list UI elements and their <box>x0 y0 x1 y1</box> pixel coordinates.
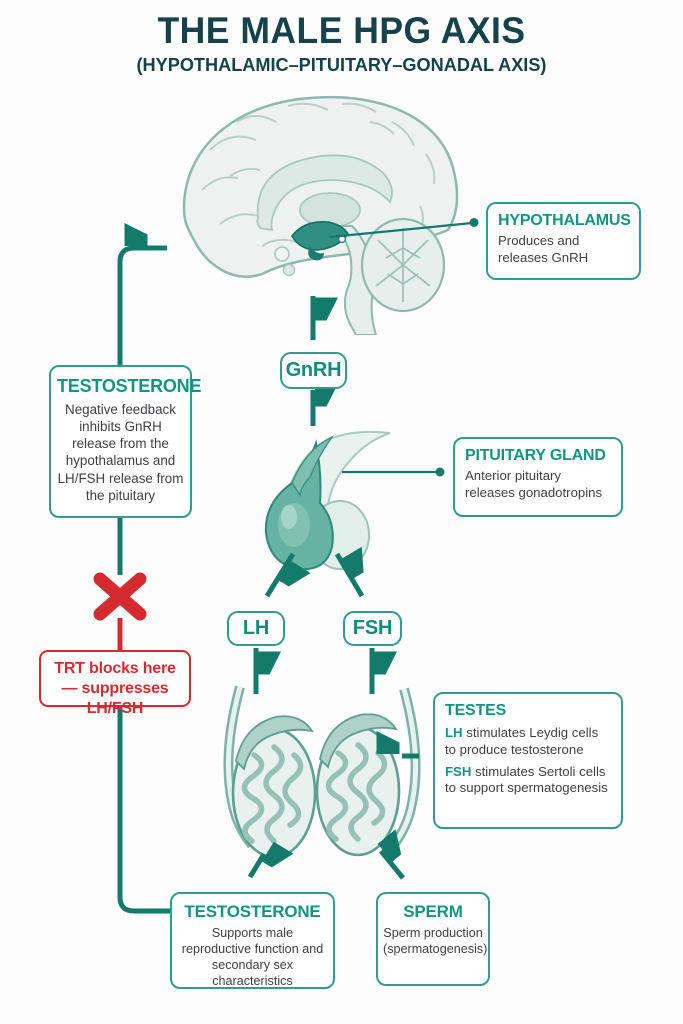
testes-box: TESTES LH stimulates Leydig cells to pro… <box>433 692 623 829</box>
testosterone-bottom-box: TESTOSTERONE Supports male reproductive … <box>170 892 335 989</box>
arrow-pituitary-to-lh <box>264 552 293 598</box>
pituitary-body: Anterior pituitary releases gonadotropin… <box>465 468 603 500</box>
hypothalamus-title: HYPOTHALAMUS <box>498 212 631 229</box>
fsh-label: FSH <box>343 611 402 646</box>
pituitary-title: PITUITARY GLAND <box>465 447 606 464</box>
testes-fsh-line: FSH stimulates Sertoli cells to support … <box>445 764 611 798</box>
hypothalamus-body: Produces and releases GnRH <box>498 233 589 265</box>
testes-lh-line: LH stimulates Leydig cells to produce te… <box>445 725 611 759</box>
callout-line-hypothalamus <box>329 221 473 239</box>
testosterone-title: TESTOSTERONE <box>184 902 321 921</box>
lh-label: LH <box>227 611 285 646</box>
feedback-line-top <box>117 248 167 366</box>
page-title: THE MALE HPG AXIS <box>157 10 526 51</box>
gnrh-label: GnRH <box>280 352 347 389</box>
hypothalamus-region <box>291 220 349 251</box>
arrow-testis-to-testosterone <box>247 854 264 879</box>
anterior-highlight-2 <box>281 505 297 529</box>
testosterone-body: Supports male reproductive function and … <box>181 926 324 988</box>
arbor-vitae <box>375 228 431 302</box>
pituitary-small <box>282 263 296 277</box>
testes-title: TESTES <box>445 702 507 719</box>
testes-illustration <box>223 685 421 859</box>
feedback-body: Negative feedback inhibits GnRH release … <box>57 402 184 503</box>
sperm-title: SPERM <box>403 902 463 921</box>
feedback-line-bottom <box>117 706 174 914</box>
infundibulum-detail <box>308 246 324 261</box>
connector-dot-hypothalamus <box>469 218 479 227</box>
sperm-body: Sperm production (spermatogenesis) <box>383 926 488 956</box>
brain-illustration <box>182 95 459 335</box>
sperm-box: SPERM Sperm production (spermatogenesis) <box>376 892 490 986</box>
corpus-callosum <box>256 154 393 232</box>
trt-block-x-icon <box>93 572 147 621</box>
header: THE MALE HPG AXIS (HYPOTHALAMIC–PITUITAR… <box>0 10 683 76</box>
testes-fsh-term: FSH <box>445 763 472 779</box>
optic-chiasm <box>274 246 290 262</box>
trt-blocks-box: TRT blocks here — suppresses LH/FSH <box>39 650 191 717</box>
testes-lh-rest: stimulates Leydig cells to produce testo… <box>445 725 599 757</box>
left-testis <box>231 715 317 859</box>
testosterone-feedback-box: TESTOSTERONE Negative feedback inhibits … <box>49 365 202 518</box>
testes-lh-term: LH <box>445 725 463 740</box>
connector-dot-pituitary <box>435 467 445 477</box>
page-subtitle: (HYPOTHALAMIC–PITUITARY–GONADAL AXIS) <box>136 54 547 75</box>
pars-tuberalis <box>291 435 335 497</box>
arrow-testis-to-sperm <box>381 851 403 880</box>
arrow-pituitary-to-fsh <box>334 554 362 598</box>
hypothalamus-box: HYPOTHALAMUS Produces and releases GnRH <box>486 202 641 280</box>
pituitary-illustration <box>264 430 391 571</box>
testes-fsh-rest: stimulates Sertoli cells to support sper… <box>445 763 608 796</box>
right-testis <box>315 713 401 857</box>
feedback-title: TESTOSTERONE <box>57 376 202 396</box>
pituitary-gland-box: PITUITARY GLAND Anterior pituitary relea… <box>453 437 623 517</box>
